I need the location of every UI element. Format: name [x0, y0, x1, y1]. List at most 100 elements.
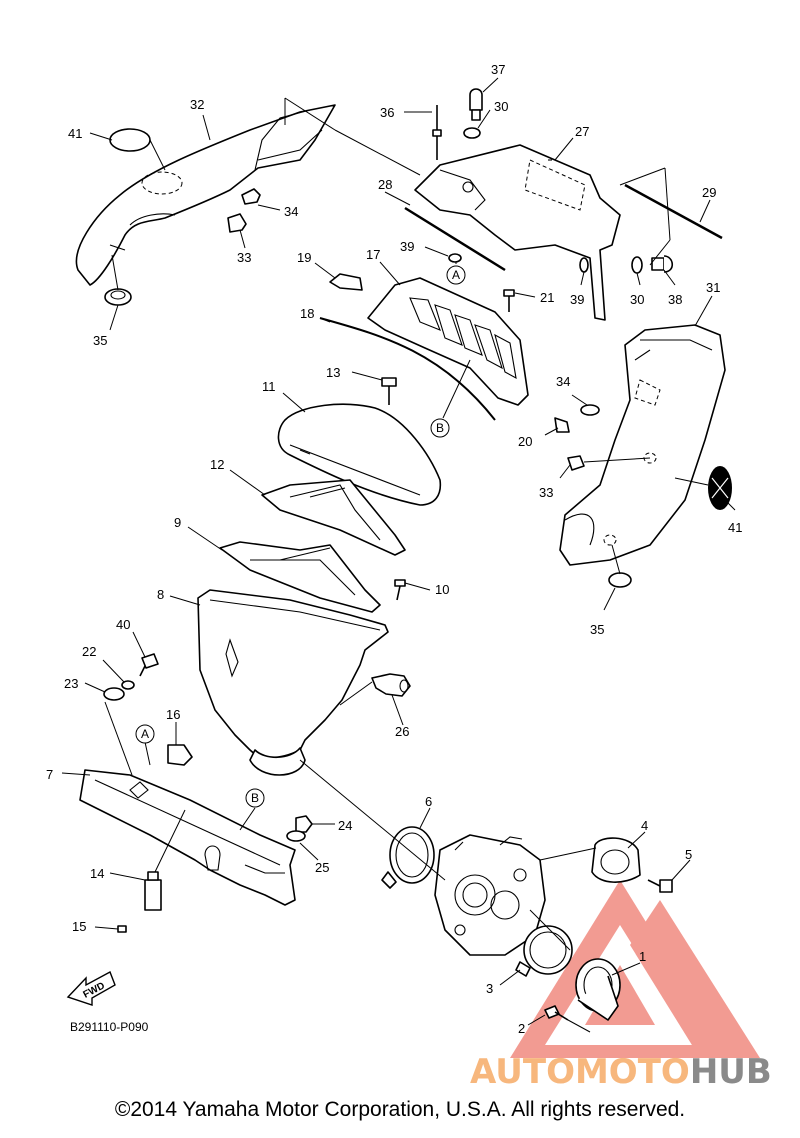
part-7-lower-case [79, 769, 296, 906]
part-20-screw [554, 417, 570, 433]
part-41-emblem-right [708, 466, 732, 510]
callout-3: 3 [486, 981, 493, 996]
callout-23: 23 [64, 676, 78, 691]
part-37-bolt [469, 88, 483, 121]
part-4-clamp [591, 837, 641, 883]
callout-8: 8 [157, 587, 164, 602]
part-9-filter-holder [219, 541, 381, 613]
part-39-washer-upper [448, 253, 462, 263]
part-14-sensor [144, 871, 162, 911]
part-12-filter-guide [261, 479, 406, 556]
callout-31: 31 [706, 280, 720, 295]
callout-5: 5 [685, 847, 692, 862]
ref-mark-b-lower: B [245, 788, 265, 808]
callout-22: 22 [82, 644, 96, 659]
diagram-code: B291110-P090 [70, 1020, 149, 1034]
part-36-pin [432, 105, 442, 160]
copyright-notice: ©2014 Yamaha Motor Corporation, U.S.A. A… [114, 1098, 686, 1121]
callout-35-right: 35 [590, 622, 604, 637]
part-19-clip [329, 273, 363, 291]
part-26-elbow [371, 673, 411, 697]
callout-29: 29 [702, 185, 716, 200]
part-27-upper-bracket [414, 144, 621, 321]
fwd-direction-arrow: FWD [66, 971, 116, 1006]
part-39-washer-right [579, 257, 589, 273]
part-11-air-filter [277, 403, 442, 506]
part-2-bolt [544, 1005, 569, 1021]
grommet-35-right [608, 572, 632, 588]
callout-17: 17 [366, 247, 380, 262]
svg-text:A: A [141, 727, 149, 741]
callout-41-left: 41 [68, 126, 82, 141]
callout-16: 16 [166, 707, 180, 722]
callout-34-left: 34 [284, 204, 298, 219]
callout-37: 37 [491, 62, 505, 77]
callout-10: 10 [435, 582, 449, 597]
part-10-screw [394, 579, 406, 601]
watermark-part1: AUTOMOTO [470, 1052, 690, 1092]
part-1-throttle-joint [575, 958, 621, 1021]
part-30-washer-right [631, 256, 643, 274]
part-5-bolt [647, 879, 673, 893]
callout-39-right: 39 [570, 292, 584, 307]
part-38-bolt-right [651, 255, 674, 273]
svg-text:B: B [251, 791, 259, 805]
callout-2: 2 [518, 1021, 525, 1036]
callout-33-left: 33 [237, 250, 251, 265]
callout-14: 14 [90, 866, 104, 881]
callout-24: 24 [338, 818, 352, 833]
part-24-cap [295, 815, 313, 833]
callout-27: 27 [575, 124, 589, 139]
grommet-33-left [227, 213, 247, 233]
grommet-33-right [567, 455, 585, 471]
part-21-screw [503, 289, 515, 312]
callout-30-upper: 30 [494, 99, 508, 114]
callout-9: 9 [174, 515, 181, 530]
callout-40: 40 [116, 617, 130, 632]
part-15-screw [117, 925, 127, 933]
part-30-washer-upper [463, 127, 481, 139]
callout-30-right: 30 [630, 292, 644, 307]
callout-36: 36 [380, 105, 394, 120]
callout-39-upper: 39 [400, 239, 414, 254]
part-16-clip [167, 744, 193, 766]
callout-4: 4 [641, 818, 648, 833]
callout-6: 6 [425, 794, 432, 809]
callout-25: 25 [315, 860, 329, 875]
part-22-collar [121, 680, 135, 690]
part-32-left-side-cover [75, 104, 336, 286]
part-17-filter-frame [367, 277, 529, 406]
callout-35-left: 35 [93, 333, 107, 348]
grommet-34-right [580, 404, 600, 416]
callout-13: 13 [326, 365, 340, 380]
part-8-air-filter-case [197, 589, 389, 776]
callout-26: 26 [395, 724, 409, 739]
callout-38: 38 [668, 292, 682, 307]
part-40-bolt [139, 653, 159, 677]
callout-41-right: 41 [728, 520, 742, 535]
callout-33-right: 33 [539, 485, 553, 500]
callout-numbers: 37 36 30 32 27 41 28 29 34 39 33 19 17 3… [46, 62, 742, 1036]
callout-15: 15 [72, 919, 86, 934]
callout-28: 28 [378, 177, 392, 192]
callout-20: 20 [518, 434, 532, 449]
ref-mark-b-upper: B [430, 418, 450, 438]
callout-34-right: 34 [556, 374, 570, 389]
callout-21: 21 [540, 290, 554, 305]
ref-mark-a-upper: A [446, 265, 466, 285]
part-23-damper [103, 687, 125, 701]
callout-7: 7 [46, 767, 53, 782]
callout-18: 18 [300, 306, 314, 321]
svg-text:A: A [452, 268, 460, 282]
watermark-part2: HUB [689, 1052, 772, 1092]
callout-1: 1 [639, 949, 646, 964]
callout-19: 19 [297, 250, 311, 265]
ref-mark-a-lower: A [135, 724, 155, 744]
callout-12: 12 [210, 457, 224, 472]
part-6-clamp [381, 826, 435, 889]
svg-text:B: B [436, 421, 444, 435]
grommet-35-left [104, 288, 132, 306]
part-31-right-side-cover [559, 324, 726, 566]
callout-32: 32 [190, 97, 204, 112]
part-13-bolt [381, 377, 397, 405]
